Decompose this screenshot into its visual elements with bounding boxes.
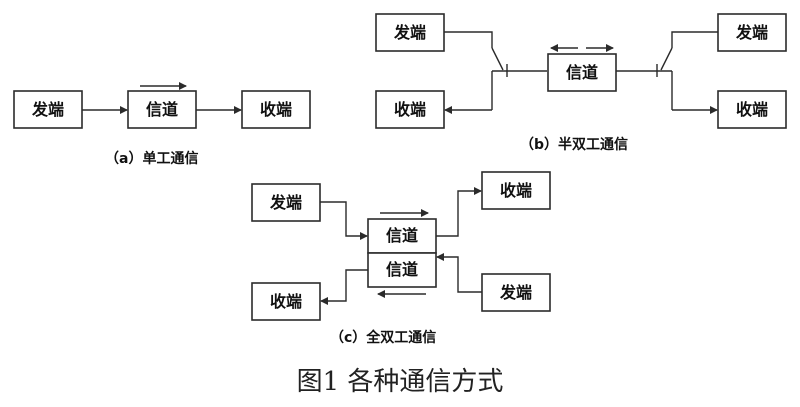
simplex-diagram: 发端 信道 收端 （a）单工通信 bbox=[13, 82, 311, 167]
simplex-sender-label: 发端 bbox=[31, 100, 64, 119]
full-duplex-sender-top-box bbox=[251, 183, 321, 222]
half-duplex-right-sender-box bbox=[717, 13, 787, 52]
simplex-sender-box bbox=[13, 90, 83, 129]
half-duplex-left-sender-box bbox=[375, 13, 445, 52]
full-duplex-receiver-bottom-label: 收端 bbox=[270, 292, 302, 311]
full-duplex-receiver-top-label: 收端 bbox=[500, 181, 532, 200]
full-duplex-receiver-top-box bbox=[481, 171, 551, 210]
half-duplex-right-sender-label: 发端 bbox=[735, 23, 768, 42]
half-duplex-left-receiver-box bbox=[375, 90, 445, 129]
simplex-receiver-box bbox=[241, 90, 311, 129]
half-duplex-left-sender-line bbox=[444, 31, 493, 48]
half-duplex-right-receiver-box bbox=[717, 90, 787, 129]
full-duplex-caption: （c）全双工通信 bbox=[330, 329, 436, 346]
half-duplex-left-receiver-label: 收端 bbox=[394, 100, 426, 119]
full-duplex-receiver-bottom-box bbox=[251, 282, 321, 321]
half-duplex-right-sender-line bbox=[671, 31, 718, 48]
simplex-channel-label: 信道 bbox=[146, 100, 178, 119]
simplex-receiver-label: 收端 bbox=[260, 100, 292, 119]
half-duplex-channel-box bbox=[547, 53, 617, 92]
full-duplex-sender-top-label: 发端 bbox=[269, 193, 302, 212]
half-duplex-left-sender-label: 发端 bbox=[393, 23, 426, 42]
figure-caption: 图1 各种通信方式 bbox=[297, 367, 504, 397]
simplex-channel-box bbox=[127, 90, 197, 129]
full-duplex-channel-to-receiver-bottom bbox=[320, 269, 368, 305]
half-duplex-left-switch-blade bbox=[491, 47, 504, 71]
half-duplex-right-switch-blade bbox=[660, 47, 673, 71]
full-duplex-sender-top-to-channel bbox=[320, 201, 368, 240]
full-duplex-channel-bottom-label: 信道 bbox=[386, 260, 418, 279]
full-duplex-channel-to-receiver-top bbox=[436, 187, 482, 237]
full-duplex-diagram: 发端 信道 信道 收端 收端 发端 （c）全双工通信 bbox=[251, 171, 551, 346]
simplex-caption: （a）单工通信 bbox=[105, 150, 198, 167]
full-duplex-sender-bottom-to-channel bbox=[436, 253, 482, 293]
full-duplex-sender-bottom-label: 发端 bbox=[499, 283, 532, 302]
half-duplex-diagram: 发端 收端 信道 发端 收端 （b）半双工通信 bbox=[375, 13, 787, 153]
half-duplex-right-receiver-label: 收端 bbox=[736, 100, 768, 119]
half-duplex-caption: （b）半双工通信 bbox=[520, 136, 628, 153]
full-duplex-channel-top-label: 信道 bbox=[386, 226, 418, 245]
half-duplex-channel-label: 信道 bbox=[566, 63, 598, 82]
full-duplex-channel-bottom-box bbox=[367, 252, 437, 288]
